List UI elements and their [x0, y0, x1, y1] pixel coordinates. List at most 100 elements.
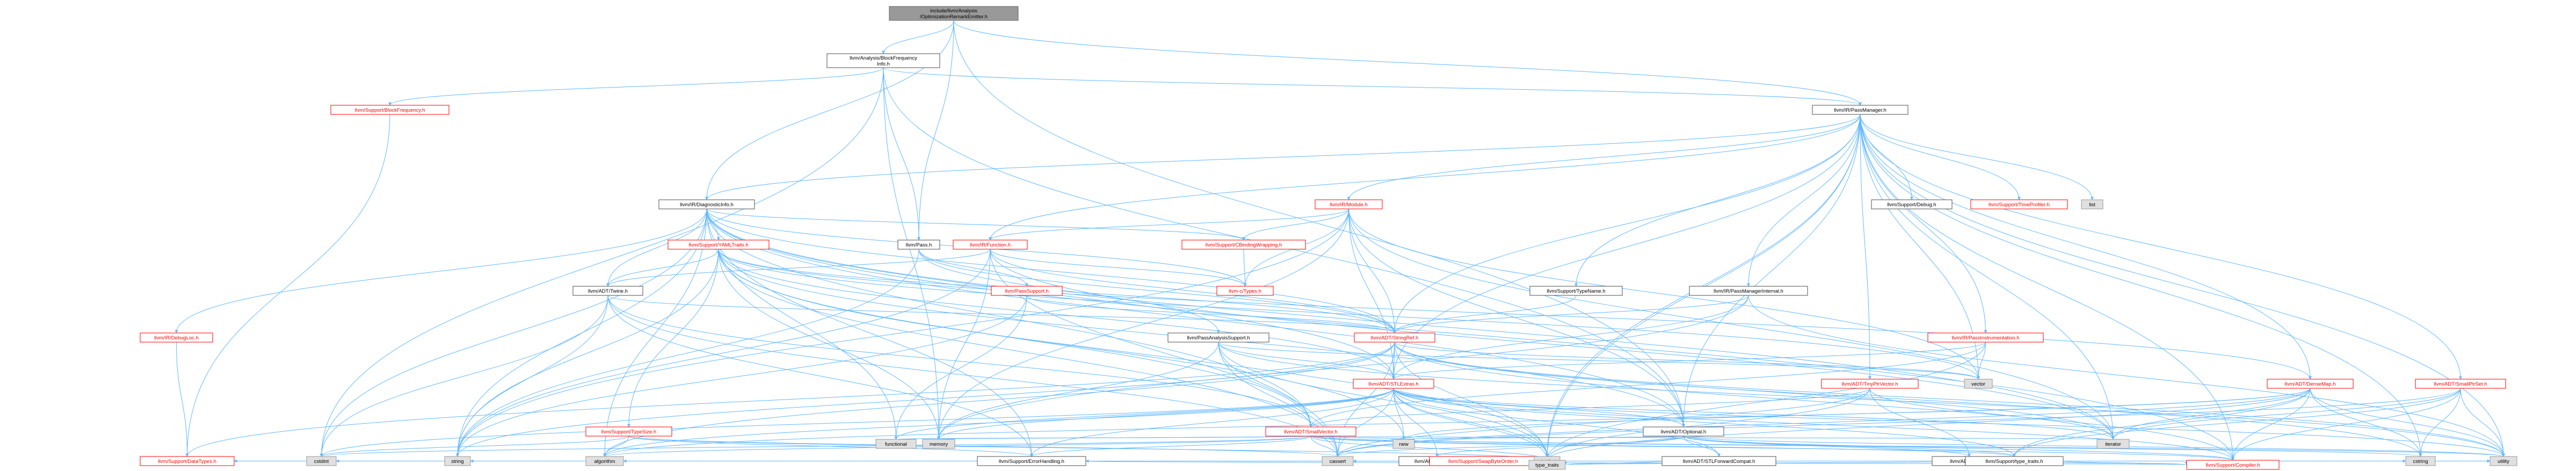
- node-box: [2186, 460, 2280, 470]
- node-label: llvm/ADT/Optional.h: [1661, 429, 1706, 435]
- edge-yaml-to-string: [456, 249, 719, 457]
- node-debugloc[interactable]: llvm/IR/DebugLoc.h: [140, 332, 213, 343]
- edge-root-to-pm: [953, 20, 1862, 106]
- edge-bfi-to-pm: [883, 67, 1862, 106]
- node-diaginfo[interactable]: llvm/IR/DiagnosticInfo.h: [658, 199, 755, 209]
- node-tinyptr[interactable]: llvm/ADT/TinyPtrVector.h: [1821, 379, 1919, 389]
- edge-twine-to-stringref: [607, 295, 1396, 334]
- node-label: llvm/Support/CBindingWrapping.h: [1206, 242, 1282, 248]
- node-function[interactable]: llvm/IR/Function.h: [953, 240, 1028, 250]
- node-datatypes[interactable]: llvm/Support/DataTypes.h: [140, 456, 235, 466]
- edge-passanalysis-to-utility: [1218, 342, 2505, 457]
- node-compiler[interactable]: llvm/Support/Compiler.h: [2186, 460, 2280, 470]
- node-list: list: [2081, 199, 2103, 209]
- edge-pm-to-cstring: [1860, 114, 2422, 457]
- edge-errhandling-to-compiler: [1085, 461, 2187, 466]
- edge-stringref-to-datatypes: [185, 342, 1395, 457]
- node-root[interactable]: include/llvm/Analysis/OptimizationRemark…: [889, 6, 1019, 21]
- node-label: llvm/IR/PassManager.h: [1834, 107, 1886, 113]
- node-smallptrset[interactable]: llvm/ADT/SmallPtrSet.h: [2415, 379, 2506, 389]
- node-box: [826, 53, 940, 68]
- edge-passsupport-to-string: [456, 295, 1027, 457]
- edge-pm-to-tinyptr: [1860, 114, 1871, 380]
- edge-passanalysis-to-stlextras: [1218, 342, 1395, 380]
- node-stlextras[interactable]: llvm/ADT/STLExtras.h: [1353, 379, 1434, 389]
- edge-diaginfo-to-stringref: [706, 208, 1396, 334]
- edge-stlextras-to-memory: [937, 388, 1394, 440]
- node-label: cstdint: [314, 459, 329, 465]
- node-blockfreq[interactable]: llvm/Support/BlockFrequency.h: [330, 105, 449, 115]
- node-timeprof[interactable]: llvm/Support/TimeProfiler.h: [1970, 199, 2068, 209]
- edge-stlextras-to-iterator: [1393, 388, 2115, 440]
- edge-diaginfo-to-algorithm: [603, 208, 707, 457]
- edge-stlextras-to-cassert: [1336, 388, 1394, 457]
- edge-irmodule-to-function: [989, 208, 1349, 241]
- node-passsupport[interactable]: llvm/PassSupport.h: [991, 286, 1063, 296]
- edge-function-to-ctypes: [990, 249, 1247, 287]
- node-typesize[interactable]: llvm/Support/TypeSize.h: [585, 426, 672, 437]
- edge-passinstr-to-vector: [1977, 342, 1986, 380]
- node-cbinding[interactable]: llvm/Support/CBindingWrapping.h: [1181, 240, 1306, 250]
- node-label: llvm/IR/PassInstrumentation.h: [1951, 335, 2019, 341]
- node-cstdint: cstdint: [306, 456, 337, 466]
- node-label: llvm/ADT/Twine.h: [588, 288, 628, 294]
- node-label: llvm/Analysis/BlockFrequency: [850, 55, 917, 61]
- edge-stlextras-to-utility: [1393, 388, 2505, 457]
- node-cstring: cstring: [2405, 456, 2436, 466]
- node-optional[interactable]: llvm/ADT/Optional.h: [1643, 426, 1724, 437]
- edge-function-to-memory: [937, 249, 991, 440]
- edge-yaml-to-twine: [606, 249, 719, 287]
- node-box: [1970, 199, 2068, 209]
- node-passinstr[interactable]: llvm/IR/PassInstrumentation.h: [1927, 332, 2044, 343]
- edge-function-to-stringref: [990, 249, 1396, 334]
- node-box: [1167, 332, 1269, 343]
- edge-blockfreq-to-datatypes: [185, 114, 390, 457]
- node-twine[interactable]: llvm/ADT/Twine.h: [572, 286, 643, 296]
- edge-smallptrset-to-utility: [2460, 388, 2505, 457]
- edge-irmodule-to-iterator: [1348, 208, 2115, 440]
- edge-pm-to-timeprof: [1860, 114, 2021, 200]
- node-passanalysis[interactable]: llvm/PassAnalysisSupport.h: [1167, 332, 1269, 343]
- edge-diaginfo-to-cstdint: [320, 208, 707, 457]
- node-box: [991, 286, 1063, 296]
- node-pass[interactable]: llvm/Pass.h: [897, 240, 940, 250]
- node-yaml[interactable]: llvm/Support/YAMLTraits.h: [667, 240, 770, 250]
- node-typename[interactable]: llvm/Support/TypeName.h: [1529, 286, 1623, 296]
- edge-pm-to-utility: [1860, 114, 2505, 457]
- edge-pm-to-diaginfo: [705, 114, 1861, 200]
- node-box: [1821, 379, 1919, 389]
- node-utility: utility: [2490, 456, 2517, 466]
- node-swapbyte[interactable]: llvm/Support/SwapByteOrder.h: [1429, 456, 1537, 466]
- edge-optional-to-stlfwd: [1683, 436, 1721, 457]
- edge-passinstr-to-smallvector: [1309, 342, 1986, 427]
- node-box: [1643, 426, 1724, 437]
- edge-smallvector-to-cstdint: [320, 436, 1311, 457]
- edge-pass-to-stringref: [918, 249, 1396, 334]
- node-stlfwd[interactable]: llvm/ADT/STLForwardCompat.h: [1661, 456, 1776, 466]
- edge-stringref-to-cassert: [1336, 342, 1395, 457]
- node-densemap[interactable]: llvm/ADT/DenseMap.h: [2267, 379, 2354, 389]
- node-supdebug[interactable]: llvm/Support/Debug.h: [1871, 199, 1953, 209]
- node-ctypes[interactable]: llvm-c/Types.h: [1216, 286, 1274, 296]
- node-box: [444, 456, 471, 466]
- node-box: [2490, 456, 2517, 466]
- node-label: llvm/ADT/STLForwardCompat.h: [1683, 459, 1755, 465]
- node-box: [1812, 105, 1909, 115]
- node-box: [889, 6, 1019, 21]
- node-pminternal[interactable]: llvm/IR/PassManagerInternal.h: [1689, 286, 1808, 296]
- node-smallvector[interactable]: llvm/ADT/SmallVector.h: [1265, 426, 1356, 437]
- node-label: cassert: [1330, 459, 1346, 465]
- node-irmodule[interactable]: llvm/IR/Module.h: [1315, 199, 1383, 209]
- node-errhandling[interactable]: llvm/Support/ErrorHandling.h: [977, 456, 1086, 466]
- edge-bfi-to-memory: [883, 67, 940, 440]
- edge-irmodule-to-stringref: [1348, 208, 1396, 334]
- node-box: [1181, 240, 1306, 250]
- node-label: llvm/Pass.h: [906, 242, 932, 248]
- edge-pm-to-passinstr: [1860, 114, 1987, 334]
- node-label: include/llvm/Analysis: [930, 8, 977, 14]
- edge-pminternal-to-memory: [937, 295, 1749, 440]
- node-pm[interactable]: llvm/IR/PassManager.h: [1812, 105, 1909, 115]
- node-stringref[interactable]: llvm/ADT/StringRef.h: [1354, 332, 1435, 343]
- node-suptypetraits[interactable]: llvm/Support/type_traits.h: [1965, 456, 2064, 466]
